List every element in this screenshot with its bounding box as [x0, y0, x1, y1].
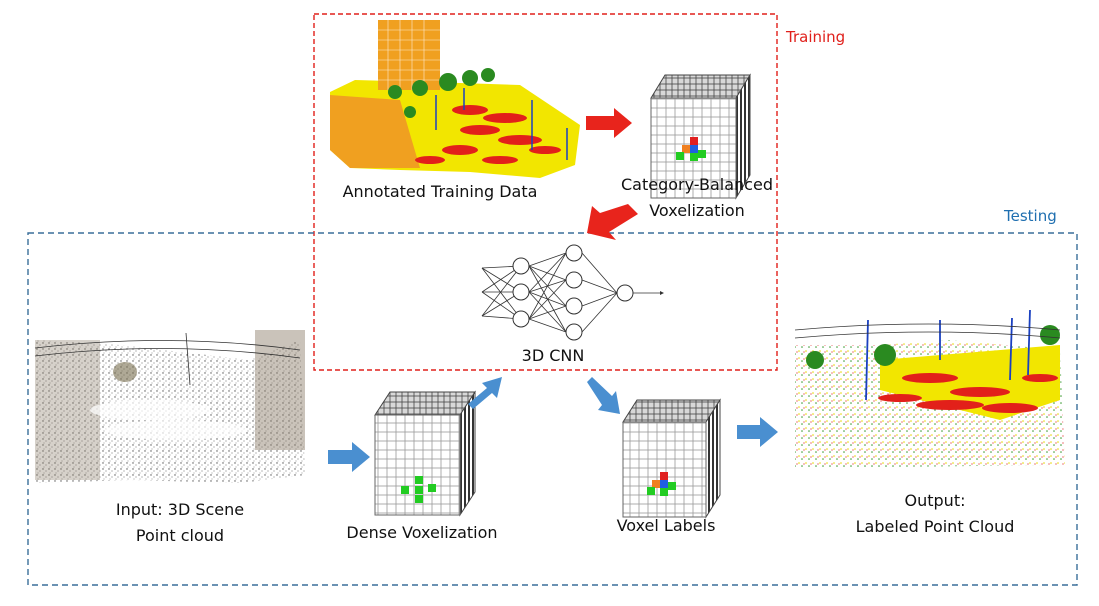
annotated-scene-image [330, 20, 580, 178]
training-box [313, 13, 778, 371]
arrow-dense-to-cnn [468, 377, 502, 409]
arrow-input-to-dense [328, 442, 370, 472]
label-dense-voxelization-text: Dense Voxelization [346, 523, 498, 542]
label-dense-voxelization: Dense Voxelization [334, 520, 510, 546]
label-input-line2: Point cloud [135, 526, 225, 545]
testing-box [27, 232, 1078, 586]
label-category-balanced: Category-Balanced Voxelization [612, 172, 782, 224]
label-voxel-labels: Voxel Labels [598, 513, 734, 539]
arrow-cnn-to-labels [587, 377, 620, 414]
label-cnn-text: 3D CNN [521, 346, 585, 365]
label-output-line2: Labeled Point Cloud [855, 517, 1015, 536]
training-title: Training [786, 28, 846, 46]
voxel-labels-cube [622, 398, 721, 519]
dense-voxel-cube [374, 390, 476, 517]
label-output-line1: Output: [904, 491, 966, 510]
output-scene-image [794, 309, 1065, 468]
label-category-balanced-line1: Category-Balanced [621, 175, 773, 194]
label-annotated-training-data: Annotated Training Data [330, 179, 550, 205]
label-voxel-labels-text: Voxel Labels [616, 516, 716, 535]
label-annotated-training-data-text: Annotated Training Data [342, 182, 538, 201]
arrow-voxel-to-cnn [587, 204, 638, 240]
arrow-labels-to-output [737, 417, 778, 447]
label-category-balanced-line2: Voxelization [649, 201, 745, 220]
label-output: Output: Labeled Point Cloud [835, 488, 1035, 540]
label-input: Input: 3D Scene Point cloud [90, 497, 270, 549]
category-balanced-voxel-cube [650, 73, 751, 200]
neural-network-icon [481, 244, 664, 341]
input-scene-image [34, 330, 305, 483]
arrow-training-to-voxel [586, 108, 632, 138]
testing-title: Testing [1004, 207, 1057, 225]
label-cnn: 3D CNN [498, 343, 608, 369]
label-input-line1: Input: 3D Scene [115, 500, 245, 519]
